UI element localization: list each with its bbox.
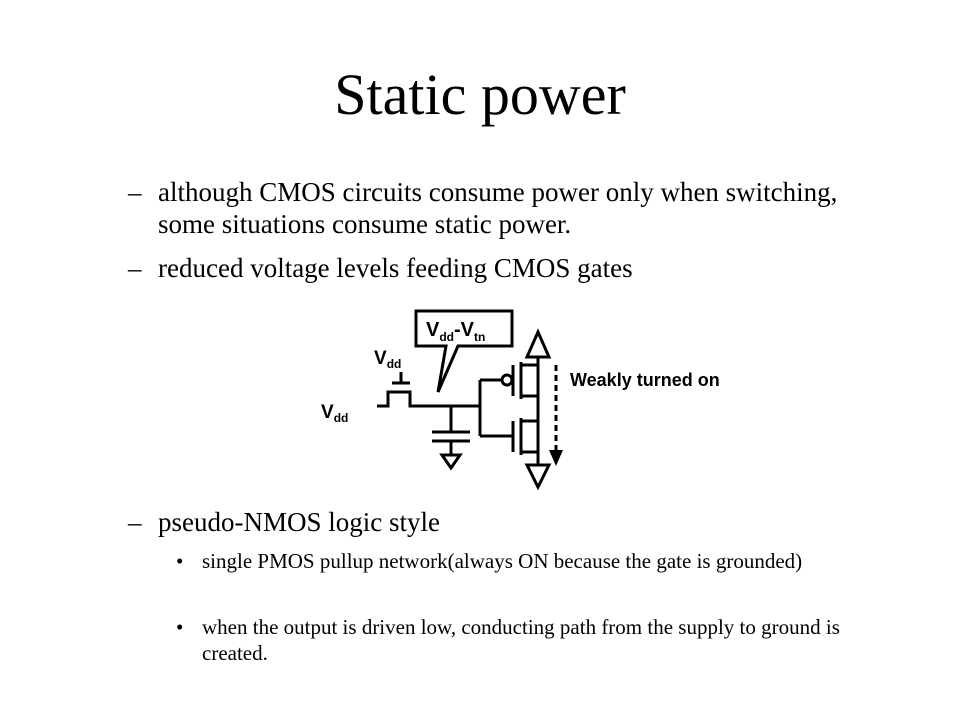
bullet-dash: – <box>128 177 142 207</box>
current-arrow-head <box>549 450 563 466</box>
input-waveform <box>377 390 480 408</box>
vdd-left-label: Vdd <box>321 402 348 425</box>
bullet-reduced-voltage: – reduced voltage levels feeding CMOS ga… <box>120 252 840 284</box>
slide-title: Static power <box>334 62 626 127</box>
bullet-text: pseudo-NMOS logic style <box>158 507 440 537</box>
bullet-cmos-switching: – although CMOS circuits consume power o… <box>120 176 840 240</box>
bullet-text: reduced voltage levels feeding CMOS gate… <box>158 253 633 283</box>
bullet-dash: – <box>128 253 142 283</box>
weakly-turned-on-label: Weakly turned on <box>570 370 720 390</box>
sub-bullet-pmos-pullup: • single PMOS pullup network(always ON b… <box>172 548 892 574</box>
bullet-pseudo-nmos: – pseudo-NMOS logic style <box>120 506 840 538</box>
sub-bullet-dot: • <box>176 549 184 573</box>
vdd-supply-symbol <box>524 328 552 359</box>
callout-bubble <box>414 309 514 393</box>
callout-label: Vdd-Vtn <box>426 319 485 344</box>
sub-bullet-text: single PMOS pullup network(always ON bec… <box>202 549 803 573</box>
vdd-top-label: Vdd <box>374 348 401 371</box>
bullet-dash: – <box>128 507 142 537</box>
sub-bullet-dot: • <box>176 615 184 639</box>
ground-symbol <box>439 453 463 471</box>
bullet-text: although CMOS circuits consume power onl… <box>158 177 838 239</box>
pmos-gate-bubble <box>500 373 514 387</box>
sub-bullet-text: when the output is driven low, conductin… <box>202 615 840 665</box>
sub-bullet-conducting-path: • when the output is driven low, conduct… <box>172 614 892 666</box>
ground-terminal-symbol <box>524 463 552 491</box>
